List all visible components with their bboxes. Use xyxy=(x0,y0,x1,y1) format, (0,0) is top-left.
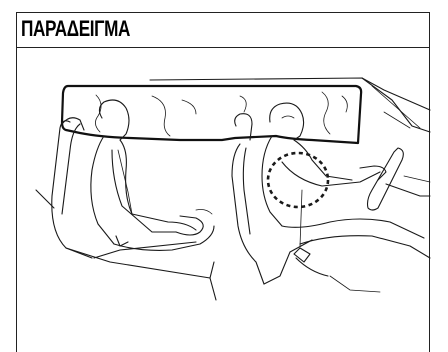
dashboard-line xyxy=(404,176,430,182)
rear-seat-side xyxy=(36,190,54,208)
airbag-fold xyxy=(182,100,196,114)
front-seat-cushion xyxy=(264,240,312,284)
driver-upper-arm xyxy=(294,140,352,180)
driver-leg xyxy=(300,236,430,258)
rear-seat-edge xyxy=(62,124,80,214)
rear-seatbelt-buckle xyxy=(116,236,128,246)
rear-seat-cushion xyxy=(66,248,214,278)
rear-seatbelt xyxy=(118,150,132,214)
front-headrest xyxy=(235,114,252,140)
driver-thigh xyxy=(282,219,424,238)
rear-headrest xyxy=(62,118,84,130)
front-seat-back xyxy=(232,144,264,284)
windshield-reflection xyxy=(384,112,410,128)
driver-seatbelt-buckle xyxy=(294,248,310,262)
curtain-airbag xyxy=(62,86,361,143)
rear-seat-back xyxy=(52,121,92,258)
driver-seatbelt xyxy=(300,190,302,246)
side-airbag-highlight xyxy=(268,153,328,207)
airbag-fold xyxy=(240,96,246,112)
airbag-fold xyxy=(152,96,170,136)
floor-line xyxy=(330,276,380,292)
rear-passenger-back xyxy=(91,136,114,244)
driver-knee xyxy=(296,258,328,276)
rear-passenger-hand-detail xyxy=(196,210,212,215)
steering-column xyxy=(386,184,430,196)
rear-passenger-arm xyxy=(112,150,176,232)
driver-face-detail xyxy=(282,116,294,118)
airbag-fold xyxy=(342,96,347,112)
rear-seat-leg xyxy=(210,278,216,300)
airbag-fold xyxy=(322,92,330,134)
windshield-trim xyxy=(372,86,420,128)
driver-forearm xyxy=(282,162,380,186)
front-seat-edge xyxy=(243,148,250,234)
steering-wheel xyxy=(368,148,404,210)
driver-head xyxy=(270,103,304,140)
car-interior-illustration xyxy=(0,0,448,338)
rear-passenger-head xyxy=(99,100,129,140)
rear-passenger-thigh xyxy=(114,226,214,250)
driver-back xyxy=(262,136,282,226)
